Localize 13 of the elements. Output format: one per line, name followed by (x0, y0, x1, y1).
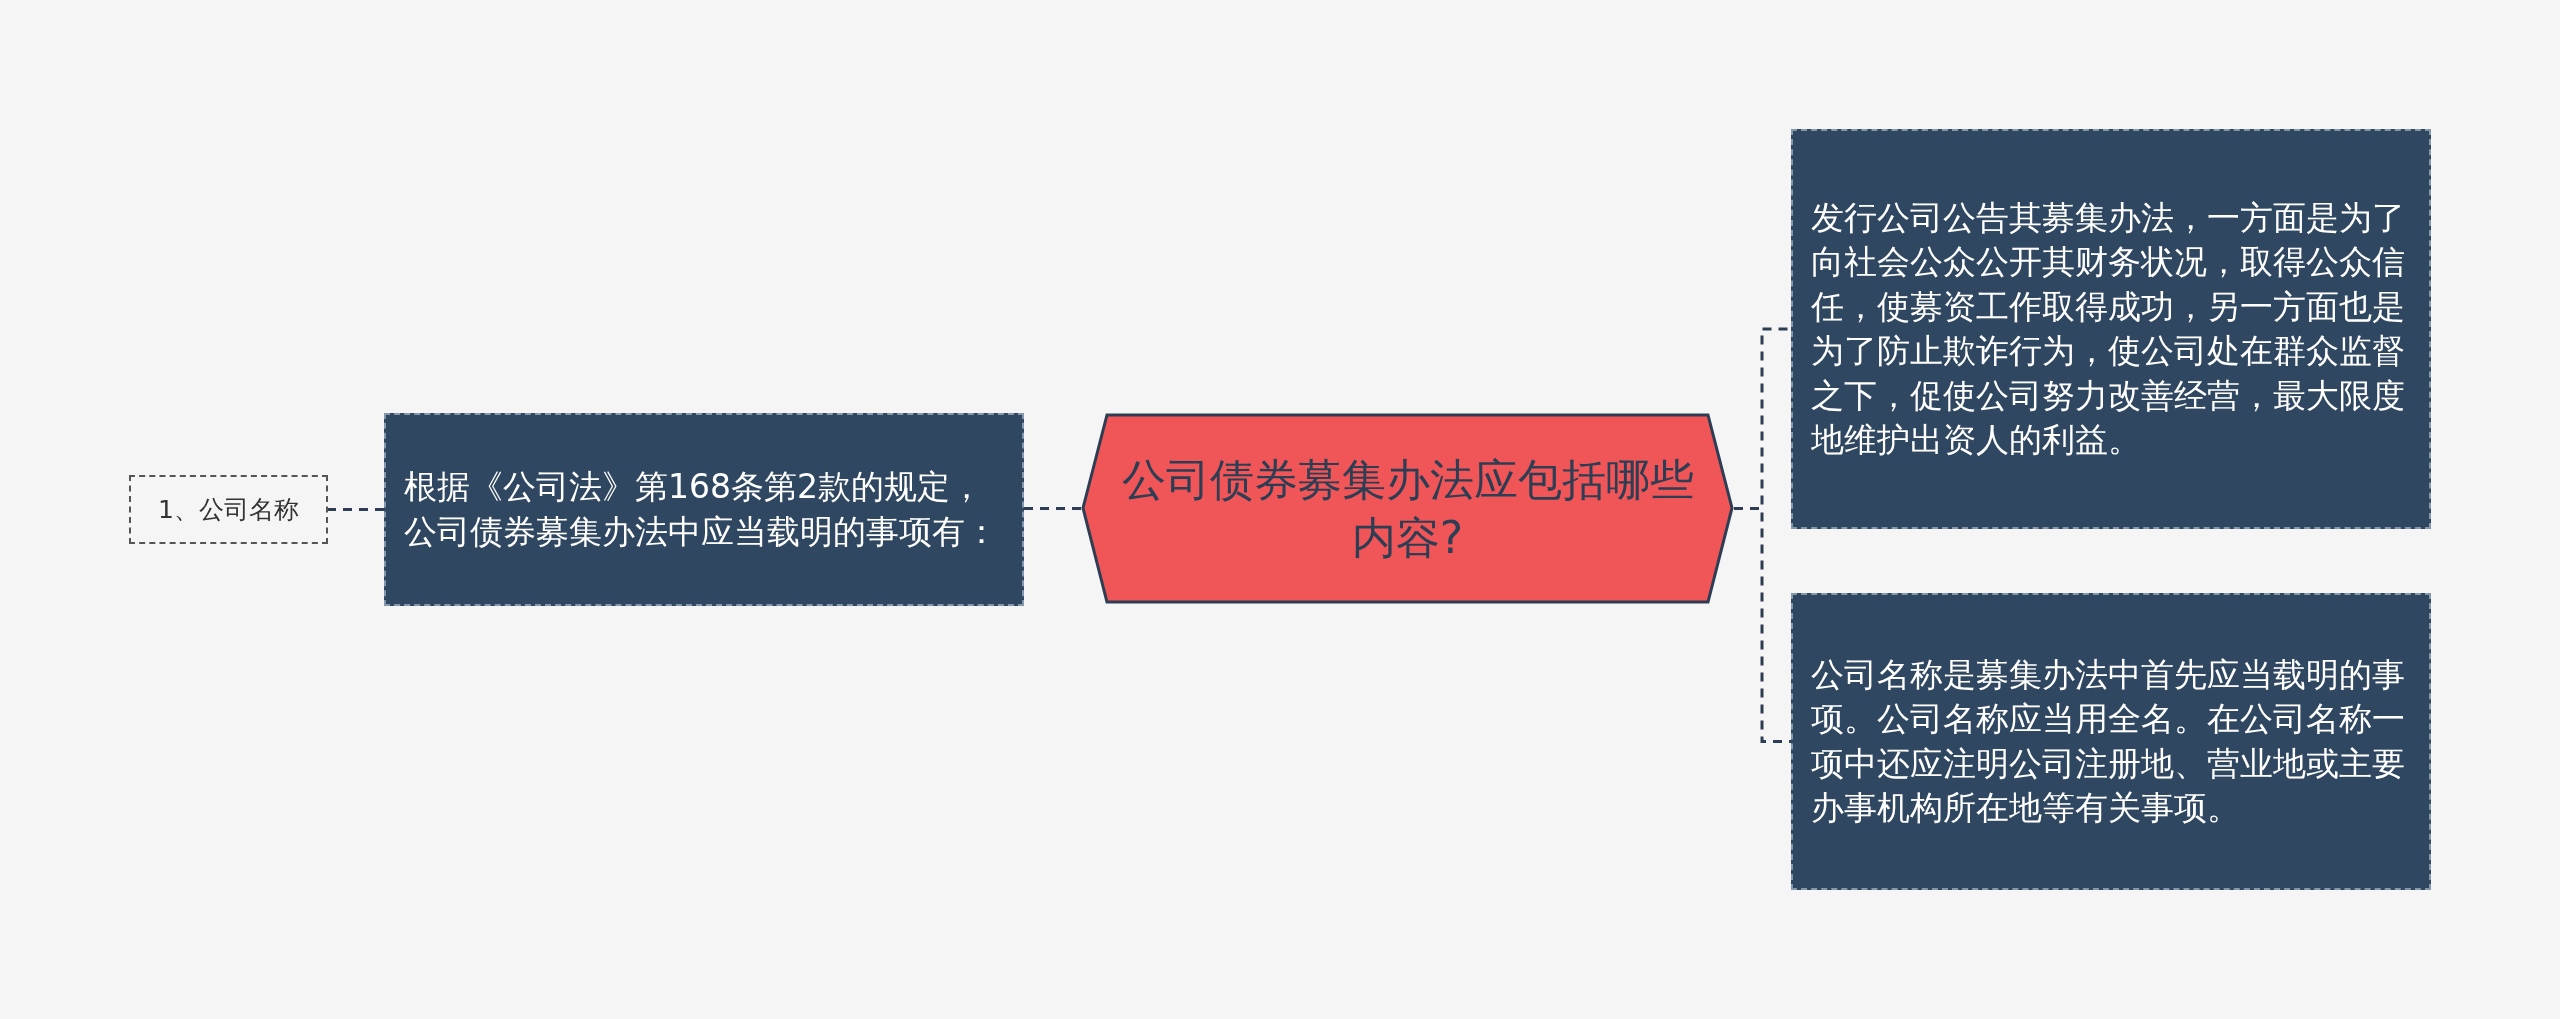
label-text: 1、公司名称 (158, 494, 299, 526)
connector-line (328, 508, 384, 511)
text-card (1791, 129, 2431, 529)
label-box (129, 475, 328, 544)
connector-line (1024, 507, 1081, 510)
card-text: 发行公司公告其募集办法，一方面是为了向社会公众公开其财务状况，取得公众信任，使募资工作取得成功，另一方面也是为了防止欺诈行为，使公司处在群众监督之下，促使公司努力改善经营，最大限度地维护出资人的利益。 (1811, 196, 2406, 461)
text-card (384, 413, 1024, 606)
card-text: 公司名称是募集办法中首先应当载明的事项。公司名称应当用全名。在公司名称一项中还应注明公司注册地、营业地或主要办事机构所在地等有关事项。 (1811, 653, 2406, 829)
topic-hexagon (1081, 413, 1734, 604)
text-card (1791, 593, 2431, 890)
connector-line (1734, 507, 1791, 743)
card-text: 根据《公司法》第168条第2款的规定，公司债券募集办法中应当载明的事项有： (404, 466, 999, 553)
topic-text: 公司债券募集办法应包括哪些内容? (1120, 452, 1695, 565)
